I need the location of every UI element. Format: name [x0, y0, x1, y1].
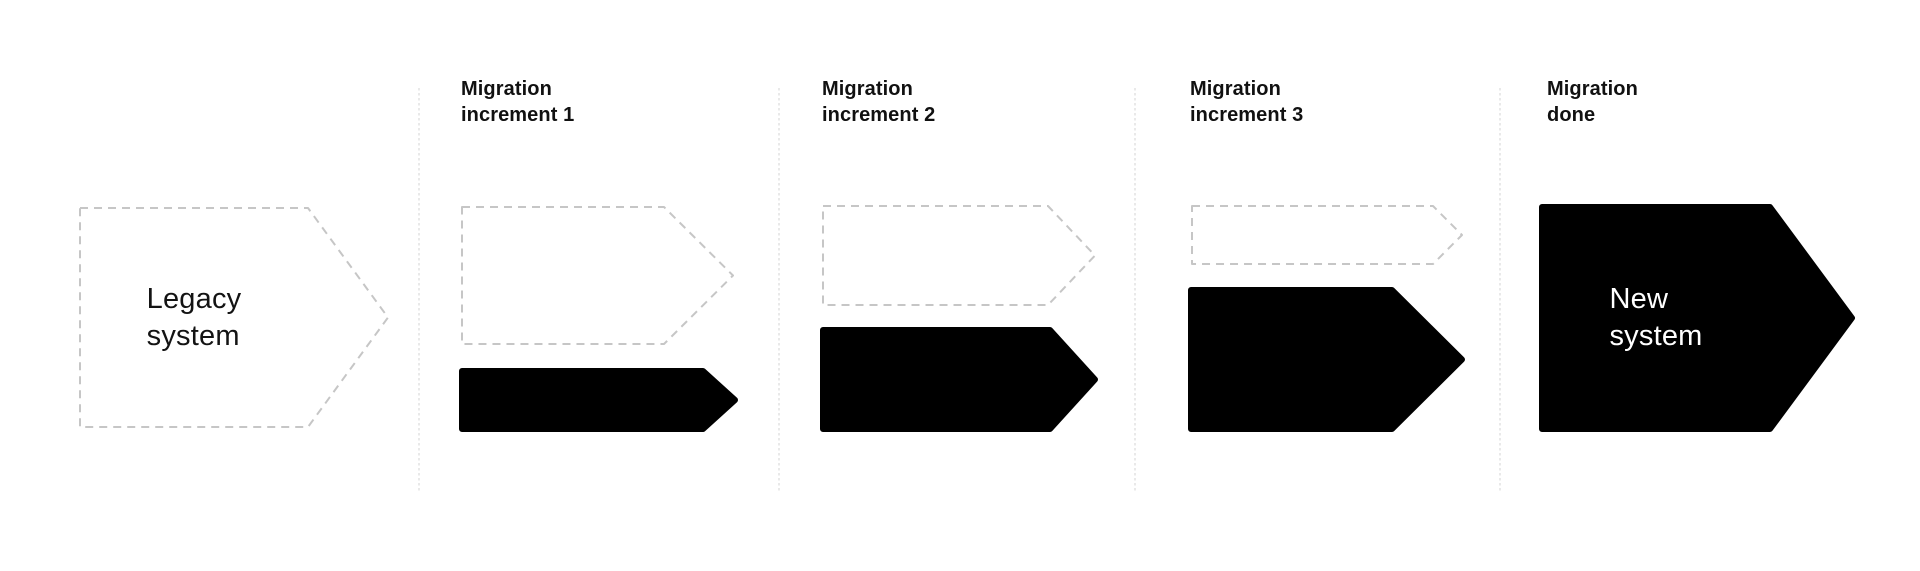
migration-increment-2-migrated-portion-shape — [820, 327, 1098, 432]
header-line: increment 2 — [822, 104, 936, 126]
header-line: increment 3 — [1190, 104, 1304, 126]
migration-increment-3-migrated-portion-shape — [1188, 287, 1465, 432]
panel-header-increment-3: Migration increment 3 — [1190, 76, 1303, 128]
migration-increment-1-migrated-portion-shape — [459, 368, 738, 432]
header-line: done — [1547, 104, 1596, 126]
legacy-system-legacy-remaining-shape — [79, 207, 389, 428]
panel-header-migration-done: Migration done — [1547, 76, 1638, 128]
migration-increment-2-legacy-remaining-shape — [822, 205, 1096, 306]
header-line: Migration — [1547, 78, 1638, 100]
panel-header-increment-2: Migration increment 2 — [822, 76, 935, 128]
header-line: Migration — [1190, 78, 1281, 100]
migration-done-new-system-shape — [1539, 204, 1855, 432]
migration-increment-1-legacy-remaining-shape — [461, 206, 734, 345]
header-line: increment 1 — [461, 104, 575, 126]
header-line: Migration — [822, 78, 913, 100]
panel-header-increment-1: Migration increment 1 — [461, 76, 574, 128]
migration-increment-3-legacy-remaining-shape — [1191, 205, 1463, 265]
header-line: Migration — [461, 78, 552, 100]
